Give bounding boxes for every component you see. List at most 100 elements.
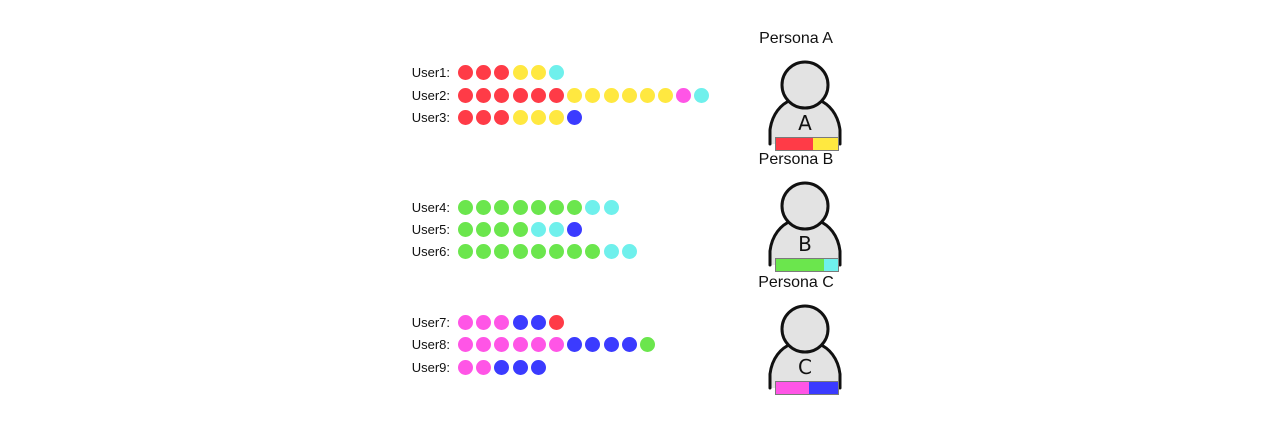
event-dot-cyan (548, 221, 564, 237)
event-dot-blue (512, 359, 528, 375)
event-dot-blue (530, 359, 546, 375)
event-dot-cyan (603, 243, 619, 259)
user-row-7: User7: (402, 313, 567, 331)
event-dot-blue (585, 336, 601, 352)
event-dot-red (476, 64, 492, 80)
event-dot-blue (494, 359, 510, 375)
persona-title: Persona A (759, 30, 833, 47)
event-dot-magenta (458, 314, 473, 330)
user-dots (458, 64, 567, 80)
bar-segment-blue (808, 382, 838, 394)
event-dot-cyan (621, 243, 637, 259)
event-dot-magenta (512, 336, 528, 352)
event-dot-green (530, 243, 546, 259)
event-dot-green (458, 243, 473, 259)
event-dot-red (512, 87, 528, 103)
event-dot-red (494, 109, 510, 125)
persona-a: Persona A A (741, 30, 851, 151)
event-dot-blue (567, 221, 583, 237)
event-dot-magenta (494, 314, 510, 330)
bar-segment-cyan (824, 259, 838, 271)
user-row-3: User3: (402, 108, 585, 126)
event-dot-magenta (494, 336, 510, 352)
event-dot-green (494, 221, 510, 237)
event-dot-magenta (458, 359, 473, 375)
user-dots (458, 87, 713, 103)
user-label: User4: (411, 199, 450, 215)
event-dot-cyan (603, 199, 619, 215)
event-dot-green (494, 243, 510, 259)
person-icon: C (768, 304, 842, 390)
user-label: User7: (411, 314, 450, 330)
event-dot-green (476, 243, 492, 259)
persona-composition-bar (775, 381, 839, 395)
user-dots (458, 109, 585, 125)
event-dot-blue (512, 314, 528, 330)
persona-title: Persona B (758, 151, 834, 168)
user-row-1: User1: (402, 63, 567, 81)
person-icon: B (768, 181, 842, 267)
event-dot-magenta (476, 359, 492, 375)
event-dot-green (548, 243, 564, 259)
persona-composition-bar (775, 137, 839, 151)
event-dot-red (530, 87, 546, 103)
person-head (780, 304, 830, 354)
user-label: User5: (411, 221, 450, 237)
person-icon: A (768, 60, 842, 146)
bar-segment-magenta (776, 382, 809, 394)
event-dot-green (494, 199, 510, 215)
event-dot-green (512, 221, 528, 237)
user-label: User6: (411, 243, 450, 259)
persona-letter: B (798, 232, 812, 256)
event-dot-blue (567, 109, 583, 125)
user-dots (458, 314, 567, 330)
event-dot-cyan (585, 199, 601, 215)
event-dot-red (548, 314, 564, 330)
user-dots (458, 199, 622, 215)
user-row-2: User2: (402, 86, 713, 104)
event-dot-blue (567, 336, 583, 352)
event-dot-yellow (585, 87, 601, 103)
event-dot-magenta (476, 336, 492, 352)
event-dot-red (476, 87, 492, 103)
event-dot-yellow (658, 87, 674, 103)
event-dot-cyan (694, 87, 710, 103)
event-dot-green (639, 336, 655, 352)
event-dot-green (476, 221, 492, 237)
event-dot-yellow (548, 109, 564, 125)
persona-letter: A (798, 111, 812, 135)
event-dot-red (548, 87, 564, 103)
event-dot-red (458, 64, 473, 80)
user-label: User1: (411, 64, 450, 80)
event-dot-yellow (567, 87, 583, 103)
event-dot-red (458, 109, 473, 125)
event-dot-green (530, 199, 546, 215)
persona-title: Persona C (758, 274, 834, 291)
event-dot-yellow (512, 64, 528, 80)
event-dot-blue (621, 336, 637, 352)
user-dots (458, 243, 640, 259)
event-dot-magenta (676, 87, 692, 103)
event-dot-magenta (476, 314, 492, 330)
event-dot-yellow (639, 87, 655, 103)
user-dots (458, 359, 549, 375)
event-dot-magenta (458, 336, 473, 352)
event-dot-green (567, 243, 583, 259)
persona-b: Persona B B (741, 151, 851, 272)
event-dot-red (494, 64, 510, 80)
persona-letter: C (798, 355, 812, 379)
user-label: User8: (411, 336, 450, 352)
event-dot-red (476, 109, 492, 125)
event-dot-cyan (530, 221, 546, 237)
event-dot-green (548, 199, 564, 215)
event-dot-yellow (621, 87, 637, 103)
person-head (780, 181, 830, 231)
user-dots (458, 221, 585, 237)
event-dot-blue (603, 336, 619, 352)
persona-c: Persona C C (741, 274, 851, 395)
user-label: User2: (411, 87, 450, 103)
event-dot-green (458, 221, 473, 237)
event-dot-magenta (530, 336, 546, 352)
user-row-9: User9: (402, 358, 549, 376)
event-dot-yellow (530, 64, 546, 80)
